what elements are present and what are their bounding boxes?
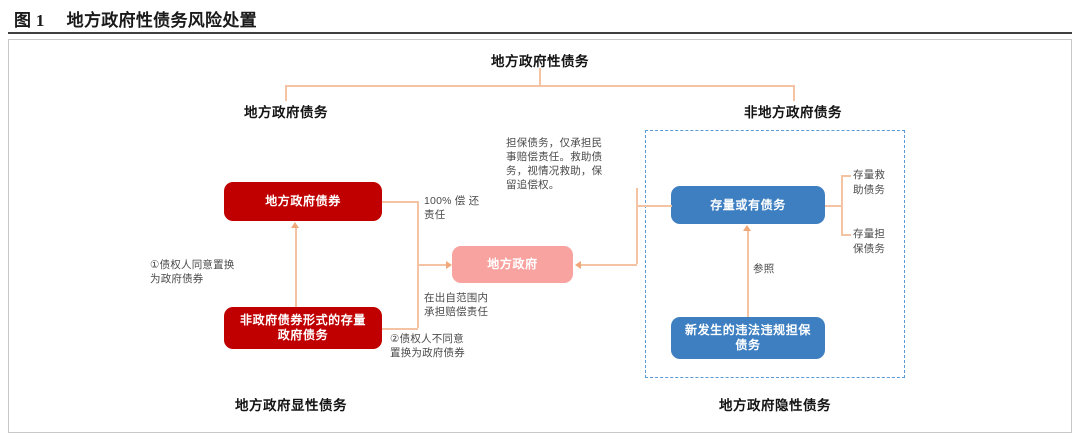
figure-title: 地方政府性债务风险处置 [66, 10, 257, 30]
connector-stockdebt-right [382, 328, 418, 330]
annotation-creditor-agrees: ①债权人同意置换 为政府债券 [150, 259, 235, 285]
figure-frame [8, 39, 1072, 433]
caption-divider [8, 32, 1072, 34]
annotation-full-repayment: 100% 偿 还 责任 [424, 195, 480, 221]
root-label: 地方政府性债务 [491, 54, 589, 69]
connector-note-down [636, 188, 638, 264]
connector-branch-left-stem [285, 85, 287, 101]
connector-refer-to [747, 231, 749, 317]
connector-bond-to-gov [417, 264, 446, 266]
connector-stockdebt-to-bond [295, 228, 297, 307]
node-new-illegal-guarantee-debt[interactable]: 新发生的违法违规担保 债务 [671, 317, 825, 359]
branch-right-label: 非地方政府债务 [744, 105, 842, 120]
annotation-within-scope-liability: 在出自范围内 承担赔偿责任 [424, 292, 489, 318]
connector-leaf-top [841, 175, 851, 177]
connector-root-stem [539, 68, 541, 86]
implicit-debt-group-box [645, 130, 905, 378]
connector-bond-right [382, 201, 418, 203]
connector-root-split [285, 85, 794, 87]
node-local-government[interactable]: 地方政府 [452, 246, 573, 283]
connector-note-to-gov [581, 264, 637, 266]
footer-right-label: 地方政府隐性债务 [719, 398, 831, 413]
annotation-guarantee-rescue-note: 担保债务，仅承担民 事赔偿责任。救助债 务，视情况救助，保 留追偿权。 [506, 137, 603, 191]
branch-left-label: 地方政府债务 [244, 105, 328, 120]
annotation-creditor-disagrees: ②债权人不同意 置换为政府债券 [390, 333, 465, 359]
annotation-refer-to: 参照 [753, 263, 775, 275]
arrowhead-stockdebt-to-bond [291, 222, 299, 228]
connector-leaf-bracket [841, 175, 843, 235]
arrowhead-refer-to [743, 225, 751, 231]
connector-bond-down [417, 201, 419, 264]
figure-number: 图 1 [14, 10, 45, 30]
figure-caption: 图 1 地方政府性债务风险处置 [14, 5, 1064, 31]
arrowhead-bond-to-gov [446, 261, 452, 269]
node-stock-contingent-debt[interactable]: 存量或有债务 [671, 186, 825, 224]
connector-stockdebt-up [417, 264, 419, 328]
footer-left-label: 地方政府显性债务 [235, 398, 347, 413]
connector-contingent-left [636, 205, 672, 207]
leaf-stock-guarantee-debt: 存量担 保债务 [853, 228, 886, 255]
node-non-bond-stock-debt[interactable]: 非政府债券形式的存量 政府债务 [224, 307, 382, 349]
connector-contingent-right [825, 205, 842, 207]
node-local-government-bond[interactable]: 地方政府债券 [224, 182, 382, 221]
connector-branch-right-stem [793, 85, 795, 101]
arrowhead-note-to-gov [575, 261, 581, 269]
connector-leaf-bottom [841, 234, 851, 236]
leaf-stock-rescue-debt: 存量救 助债务 [853, 169, 886, 196]
